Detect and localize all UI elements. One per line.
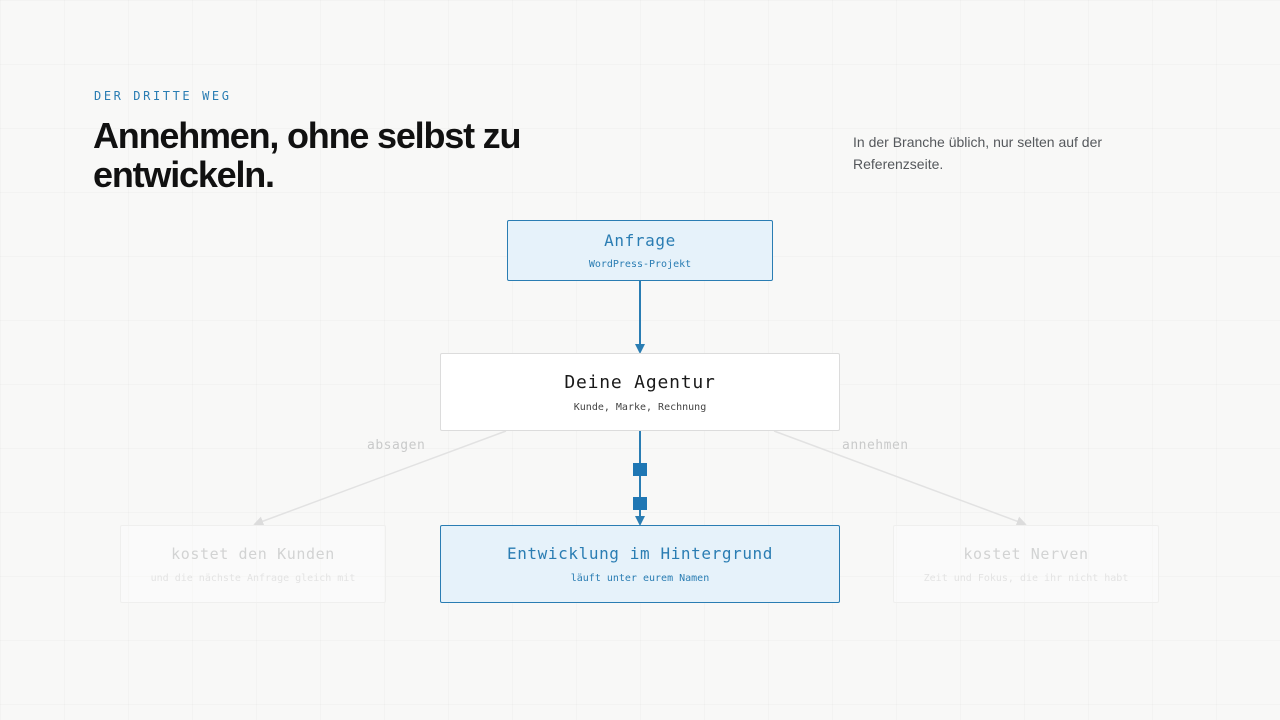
node-kunden-title: kostet den Kunden: [171, 544, 335, 563]
node-nerven-subtitle: Zeit und Fokus, die ihr nicht habt: [923, 572, 1129, 584]
node-anfrage-title: Anfrage: [604, 231, 676, 250]
edge-label-absagen: absagen: [367, 438, 426, 453]
flow-packet-marker: [633, 497, 647, 510]
section-eyebrow: DER DRITTE WEG: [94, 89, 232, 103]
section-title: Annehmen, ohne selbst zu entwickeln.: [93, 115, 521, 195]
node-agentur-title: Deine Agentur: [564, 371, 716, 393]
edge-agentur-to-nerven: [773, 430, 1027, 526]
node-agentur-subtitle: Kunde, Marke, Rechnung: [573, 401, 707, 413]
node-kunden: kostet den Kunden und die nächste Anfrag…: [120, 525, 386, 603]
node-anfrage: Anfrage WordPress-Projekt: [507, 220, 773, 281]
node-entwicklung-title: Entwicklung im Hintergrund: [506, 544, 774, 563]
node-kunden-subtitle: und die nächste Anfrage gleich mit: [150, 572, 356, 584]
flow-packet-marker: [633, 463, 647, 476]
node-entwicklung: Entwicklung im Hintergrund läuft unter e…: [440, 525, 840, 603]
edge-agentur-to-kunden: [253, 430, 507, 526]
node-nerven: kostet Nerven Zeit und Fokus, die ihr ni…: [893, 525, 1159, 603]
node-anfrage-subtitle: WordPress-Projekt: [588, 259, 692, 270]
node-nerven-title: kostet Nerven: [963, 544, 1089, 563]
edge-label-annehmen: annehmen: [842, 438, 909, 453]
section-note: In der Branche üblich, nur selten auf de…: [853, 134, 1103, 172]
node-entwicklung-subtitle: läuft unter eurem Namen: [570, 573, 710, 584]
node-agentur: Deine Agentur Kunde, Marke, Rechnung: [440, 353, 840, 431]
